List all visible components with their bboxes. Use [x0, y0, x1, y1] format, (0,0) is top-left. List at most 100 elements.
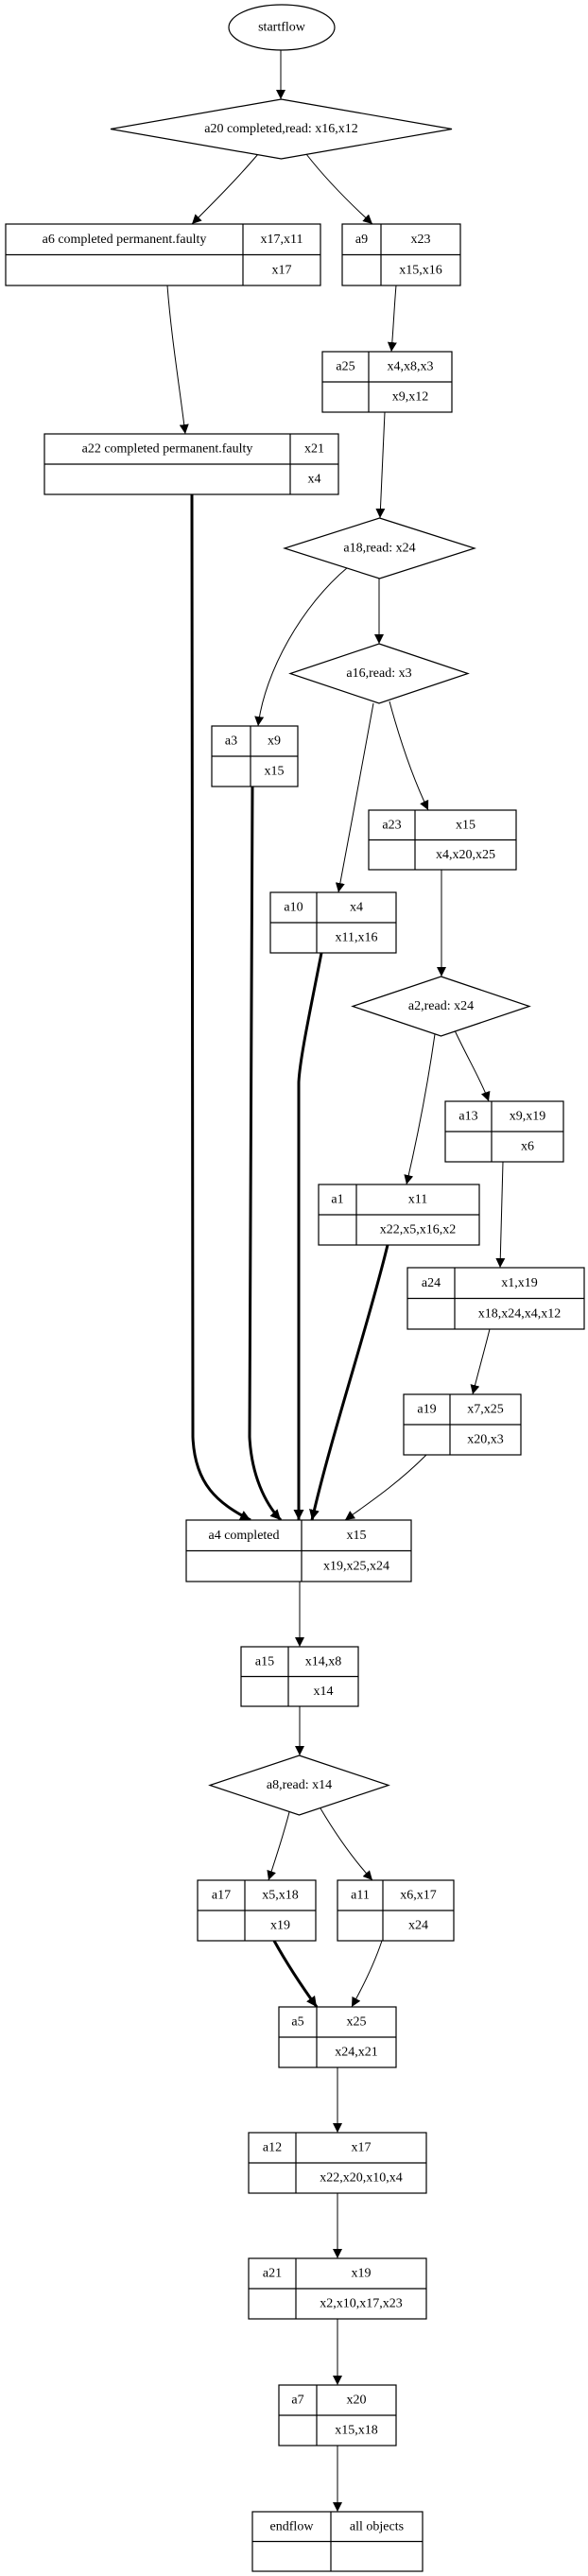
- write-objects: x6: [521, 1140, 534, 1154]
- activity-name: a23: [382, 818, 401, 832]
- write-objects: x14: [314, 1685, 334, 1699]
- read-objects: all objects: [350, 2519, 404, 2533]
- read-objects: x7,x25: [467, 1403, 504, 1417]
- edge-a2-to-a13: [454, 1029, 491, 1102]
- activity-name: a11: [351, 1889, 370, 1903]
- activity-name: a6 completed permanent.faulty: [43, 233, 207, 247]
- edge-a20-to-a9: [305, 153, 373, 225]
- edge-a1-to-a4: [309, 1244, 389, 1521]
- decision-diamond: [351, 976, 531, 1037]
- activity-name: a13: [458, 1110, 477, 1124]
- write-objects: x15: [265, 765, 285, 779]
- node-a11[interactable]: a11 x6,x17 x24: [337, 1879, 455, 1942]
- edge-a19-to-a4: [344, 1454, 427, 1521]
- decision-label: a20 completed,read: x16,x12: [204, 122, 358, 136]
- edges: [166, 50, 506, 2512]
- edge-a10-to-a4: [293, 952, 323, 1520]
- edge-a16-to-a10: [335, 702, 374, 893]
- edge-a9-to-a25: [387, 285, 397, 353]
- activity-name: a10: [284, 901, 303, 915]
- activity-name: a7: [291, 2394, 303, 2408]
- activity-name: a25: [336, 360, 355, 374]
- node-a20[interactable]: a20 completed,read: x16,x12: [110, 98, 453, 160]
- edge-a3-to-a4: [248, 786, 283, 1522]
- node-a18[interactable]: a18,read: x24: [283, 517, 476, 579]
- activity-name: a5: [291, 2015, 303, 2030]
- decision-diamond: [288, 643, 470, 704]
- read-objects: x14,x8: [305, 1654, 342, 1668]
- edge-a2-to-a1: [404, 1033, 436, 1185]
- edge-a22-to-a4: [190, 493, 251, 1522]
- write-objects: x24: [408, 1919, 428, 1933]
- edge-a16-to-a23: [389, 700, 429, 811]
- read-objects: x17,x11: [261, 233, 303, 247]
- decision-label: a8,read: x14: [267, 1778, 332, 1792]
- edge-a20-to-a6: [191, 153, 259, 225]
- node-a2[interactable]: a2,read: x24: [351, 976, 531, 1037]
- edge-a11-to-a5: [351, 1940, 383, 2008]
- decision-label: a16,read: x3: [346, 666, 411, 681]
- decision-label: a18,read: x24: [343, 542, 415, 556]
- write-objects: x24,x21: [335, 2046, 378, 2060]
- write-objects: x9,x12: [392, 390, 429, 405]
- node-a22[interactable]: a22 completed permanent.faulty x21 x4: [43, 433, 339, 495]
- read-objects: x20: [347, 2394, 367, 2408]
- decision-label: a2,read: x24: [408, 999, 474, 1013]
- activity-name: a22 completed permanent.faulty: [82, 442, 253, 457]
- nodes: startflow a20 completed,read: x16,x12 a6 c…: [5, 4, 585, 2572]
- node-label: startflow: [258, 21, 306, 35]
- node-a4[interactable]: a4 completed x15 x19,x25,x24: [185, 1519, 412, 1582]
- activity-name: a4 completed: [208, 1529, 279, 1543]
- activity-name: a21: [263, 2267, 282, 2281]
- activity-name: a17: [212, 1889, 231, 1903]
- read-objects: x6,x17: [400, 1889, 437, 1903]
- read-objects: x21: [304, 442, 324, 457]
- read-objects: x9,x19: [510, 1110, 546, 1124]
- activity-name: a12: [263, 2141, 282, 2155]
- node-a8[interactable]: a8,read: x14: [208, 1755, 390, 1816]
- edge-a8-to-a11: [320, 1807, 373, 1881]
- activity-name: a19: [417, 1403, 436, 1417]
- node-a25[interactable]: a25 x4,x8,x3 x9,x12: [321, 351, 453, 413]
- node-a13[interactable]: a13 x9,x19 x6: [444, 1100, 564, 1163]
- write-objects: x4: [308, 473, 321, 487]
- node-a23[interactable]: a23 x15 x4,x20,x25: [368, 809, 517, 871]
- write-objects: x17: [272, 263, 292, 277]
- decision-diamond: [283, 517, 476, 579]
- read-objects: x4,x8,x3: [388, 360, 434, 374]
- node-a6[interactable]: a6 completed permanent.faulty x17,x11 x17: [5, 223, 321, 286]
- start-ellipse: [228, 4, 336, 51]
- activity-name: a24: [422, 1276, 441, 1290]
- read-objects: x19: [352, 2267, 372, 2281]
- read-objects: x15: [347, 1529, 367, 1543]
- node-startflow[interactable]: startflow: [228, 4, 336, 51]
- edge-a8-to-a17: [267, 1811, 290, 1881]
- write-objects: x22,x20,x10,x4: [320, 2171, 403, 2186]
- node-a12[interactable]: a12 x17 x22,x20,x10,x4: [248, 2132, 427, 2194]
- edge-a25-to-a18: [375, 411, 386, 519]
- node-a16[interactable]: a16,read: x3: [288, 643, 470, 704]
- write-objects: x11,x16: [336, 931, 378, 945]
- edge-a17-to-a5: [272, 1940, 319, 2008]
- read-objects: x15: [456, 818, 476, 832]
- decision-diamond: [208, 1755, 390, 1816]
- write-objects: x22,x5,x16,x2: [380, 1223, 457, 1237]
- write-objects: x19,x25,x24: [323, 1559, 389, 1573]
- read-objects: x17: [352, 2141, 372, 2155]
- write-objects: x4,x20,x25: [436, 848, 495, 862]
- read-objects: x11: [408, 1193, 427, 1207]
- read-objects: x5,x18: [262, 1889, 299, 1903]
